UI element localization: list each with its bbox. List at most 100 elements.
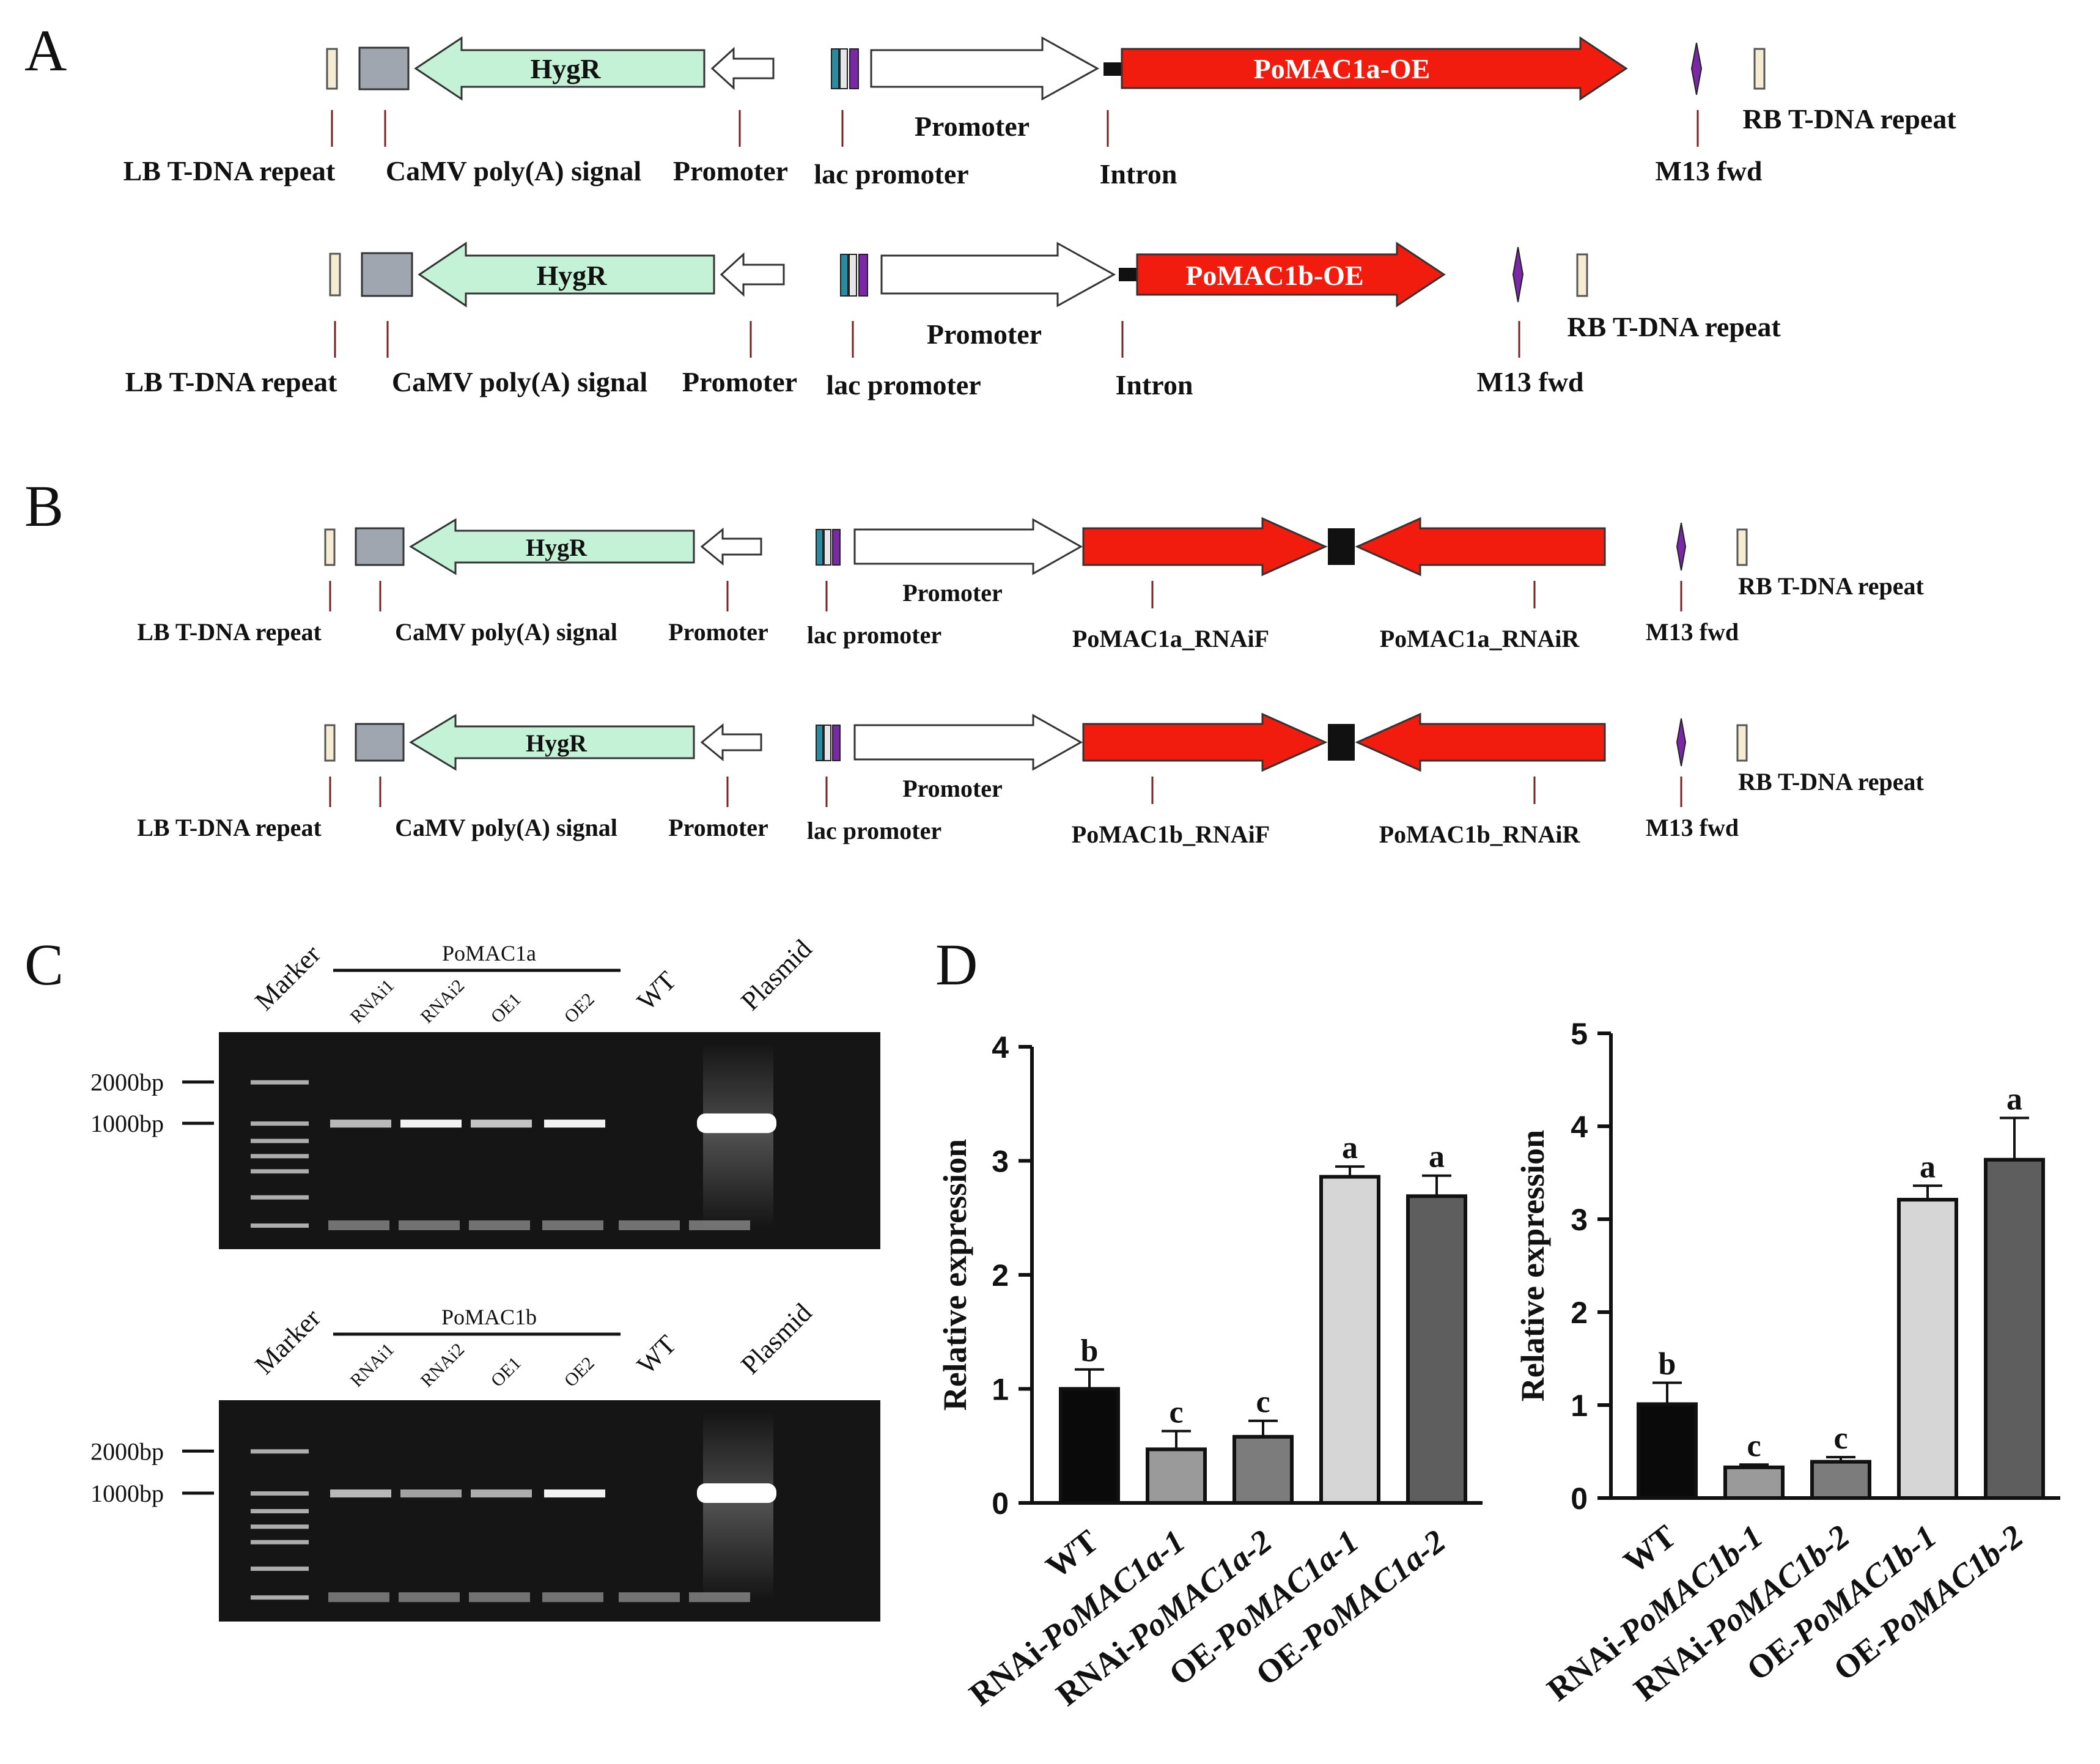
ladder-band — [251, 1524, 309, 1529]
lb-repeat-box — [329, 253, 341, 297]
sample-band — [544, 1489, 605, 1498]
primer-band — [542, 1220, 603, 1230]
label-lac-promoter: lac promoter — [814, 158, 968, 190]
lac-promoter-box-3 — [832, 529, 841, 566]
ladder-band — [251, 1080, 309, 1085]
gel-lane-label: WT — [631, 965, 682, 1016]
gene-arrow — [1122, 38, 1629, 49]
gel-lane-label: OE1 — [487, 1353, 525, 1391]
camv-polya-box — [358, 46, 410, 90]
camv-polya-box — [361, 252, 413, 297]
ladder-band — [251, 1449, 309, 1454]
rb-repeat-box — [1736, 724, 1748, 762]
label-leaders — [329, 777, 1682, 807]
ladder-band — [251, 1223, 309, 1228]
rb-repeat-box — [1576, 253, 1588, 297]
label-promoter-small: Promoter — [668, 618, 768, 646]
lac-promoter-box-2 — [849, 254, 857, 297]
gel-lane-label: RNAi2 — [417, 1339, 469, 1391]
y-tick-label: 5 — [1571, 1017, 1588, 1051]
label-lac-promoter: lac promoter — [826, 369, 981, 400]
lb-repeat-box — [324, 528, 336, 566]
gel-image — [219, 1032, 880, 1249]
category-label: WT — [1617, 1518, 1683, 1581]
panel-label-c: C — [24, 932, 64, 997]
primer-band — [619, 1220, 680, 1230]
label-rnair: PoMAC1a_RNAiR — [1380, 625, 1580, 652]
size-label: 1000bp — [90, 1480, 164, 1507]
label-camv: CaMV poly(A) signal — [392, 366, 647, 397]
gel-lane-label: Plasmid — [735, 934, 817, 1016]
ladder-band — [251, 1567, 309, 1571]
gel-lane-label: RNAi1 — [347, 975, 399, 1027]
y-tick-label: 2 — [1571, 1296, 1588, 1330]
hygr-label: HygR — [531, 53, 602, 84]
sample-band — [544, 1120, 605, 1128]
plasmid-band — [697, 1113, 776, 1134]
lac-promoter-box-3 — [849, 48, 859, 89]
label-m13: M13 fwd — [1476, 366, 1583, 397]
hygr-label: HygR — [526, 534, 588, 561]
gel-lane-label: Marker — [249, 939, 326, 1016]
y-axis-label: Relative expression — [937, 1139, 973, 1411]
label-promoter-large: Promoter — [927, 319, 1042, 350]
y-tick-label: 4 — [1571, 1110, 1588, 1144]
gel-group-label: PoMAC1b — [441, 1305, 537, 1329]
primer-band — [542, 1592, 603, 1603]
gel-lane-label: RNAi2 — [417, 975, 469, 1027]
gel-group-label: PoMAC1a — [442, 941, 536, 965]
y-tick-label: 0 — [1571, 1482, 1588, 1516]
construct-b1: HygR LB T-DNA repeat CaMV poly(A) signal… — [137, 517, 1925, 652]
category-prefix: WT — [1039, 1522, 1105, 1585]
rnai-forward-arrow — [1082, 517, 1328, 577]
panel-label-b: B — [24, 473, 64, 539]
y-tick-label: 0 — [992, 1486, 1009, 1521]
bar — [1059, 1387, 1120, 1505]
hygr-arrow — [414, 36, 706, 101]
camv-polya-box — [355, 527, 405, 566]
ladder-band — [251, 1138, 309, 1143]
lac-promoter-box-1 — [816, 529, 823, 566]
label-camv: CaMV poly(A) signal — [386, 155, 641, 186]
bar — [1319, 1175, 1380, 1505]
significance-label: c — [1169, 1395, 1183, 1430]
bar — [1723, 1465, 1785, 1500]
size-label: 2000bp — [90, 1069, 164, 1096]
ladder-band — [251, 1595, 309, 1600]
sample-band — [471, 1489, 532, 1498]
m13-marker — [1676, 718, 1687, 767]
category-prefix: RNAi- — [962, 1628, 1057, 1713]
plasmid-smear — [703, 1043, 773, 1228]
intron-box — [1119, 268, 1137, 281]
panel-label-a: A — [24, 18, 67, 83]
m13-marker — [1676, 522, 1687, 571]
rb-repeat-box — [1753, 48, 1766, 90]
ladder-band — [251, 1540, 309, 1544]
primer-band — [399, 1220, 460, 1230]
label-promoter-small: Promoter — [668, 814, 768, 841]
label-rnaif: PoMAC1b_RNAiF — [1072, 821, 1270, 848]
significance-label: b — [1659, 1347, 1676, 1382]
hygr-arrow — [409, 714, 695, 771]
lac-promoter-box-3 — [832, 725, 841, 761]
significance-label: c — [1747, 1428, 1761, 1463]
label-m13: M13 fwd — [1646, 814, 1739, 841]
construct-a1: HygR PoMAC1a-OE LB T-DNA repeat CaMV pol… — [123, 36, 1956, 190]
label-intron: Intron — [1100, 158, 1177, 190]
label-rnair: PoMAC1b_RNAiR — [1379, 821, 1581, 848]
label-camv: CaMV poly(A) signal — [395, 618, 617, 646]
label-leaders — [329, 581, 1682, 611]
primer-band — [328, 1220, 389, 1230]
lac-promoter-box-1 — [831, 48, 839, 89]
label-lac-promoter: lac promoter — [807, 817, 941, 844]
label-lb-repeat: LB T-DNA repeat — [137, 618, 322, 646]
significance-label: a — [1429, 1140, 1445, 1175]
label-lb-repeat: LB T-DNA repeat — [125, 366, 337, 397]
label-rb-repeat: RB T-DNA repeat — [1742, 103, 1956, 135]
significance-label: a — [1342, 1131, 1358, 1165]
sample-band — [400, 1120, 462, 1128]
